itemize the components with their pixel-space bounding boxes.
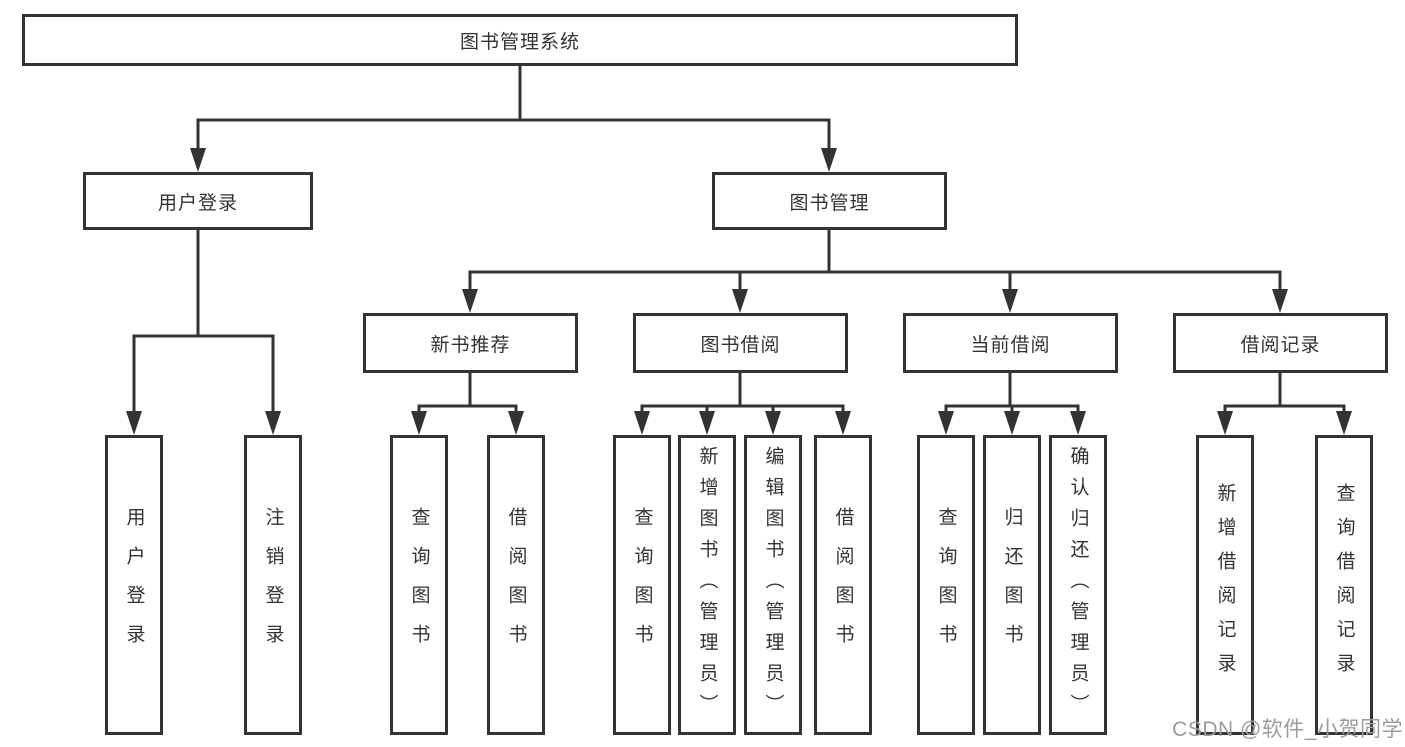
leaf-query-book-recommend: 查询图书	[390, 435, 448, 735]
node-book-borrow: 图书借阅	[633, 313, 848, 373]
leaf-query-book-current: 查询图书	[917, 435, 975, 735]
node-current-borrow: 当前借阅	[903, 313, 1118, 373]
leaf-confirm-return-admin: 确认归还（管理员）	[1049, 435, 1107, 735]
node-label: 归还图书	[1001, 507, 1023, 663]
node-user-login: 用户登录	[83, 172, 313, 230]
node-label: 编辑图书（管理员）	[762, 445, 784, 725]
leaf-return-book: 归还图书	[983, 435, 1041, 735]
node-label: 注销登录	[262, 507, 284, 663]
node-label: 查询图书	[935, 507, 957, 663]
csdn-watermark: CSDN @软件_小贺同学	[1172, 718, 1403, 741]
node-label: 新增图书（管理员）	[696, 445, 718, 725]
node-label: 图书借阅	[700, 334, 781, 356]
node-label: 图书管理系统	[459, 31, 580, 53]
node-label: 当前借阅	[970, 334, 1051, 356]
leaf-borrow-book-recommend: 借阅图书	[487, 435, 545, 735]
leaf-borrow-book: 借阅图书	[814, 435, 872, 735]
node-label: 用户登录	[123, 507, 145, 663]
leaf-add-book-admin: 新增图书（管理员）	[678, 435, 736, 735]
node-label: 查询图书	[408, 507, 430, 663]
leaf-add-borrow-record: 新增借阅记录	[1196, 435, 1254, 735]
node-book-management: 图书管理	[712, 172, 947, 230]
node-label: 查询图书	[631, 507, 653, 663]
leaf-edit-book-admin: 编辑图书（管理员）	[744, 435, 802, 735]
node-new-book-recommend: 新书推荐	[363, 313, 578, 373]
node-label: 新书推荐	[430, 334, 511, 356]
leaf-query-book-borrow: 查询图书	[613, 435, 671, 735]
node-label: 新增借阅记录	[1214, 483, 1236, 687]
node-label: 借阅图书	[505, 507, 527, 663]
leaf-logout: 注销登录	[244, 435, 302, 735]
node-label: 图书管理	[789, 192, 870, 214]
node-label: 借阅记录	[1240, 334, 1321, 356]
node-label: 查询借阅记录	[1333, 483, 1355, 687]
node-borrow-record: 借阅记录	[1173, 313, 1388, 373]
leaf-user-login: 用户登录	[105, 435, 163, 735]
node-label: 确认归还（管理员）	[1067, 445, 1089, 725]
leaf-query-borrow-record: 查询借阅记录	[1315, 435, 1373, 735]
node-library-management-system: 图书管理系统	[22, 14, 1018, 66]
node-label: 用户登录	[157, 192, 238, 214]
node-label: 借阅图书	[832, 507, 854, 663]
